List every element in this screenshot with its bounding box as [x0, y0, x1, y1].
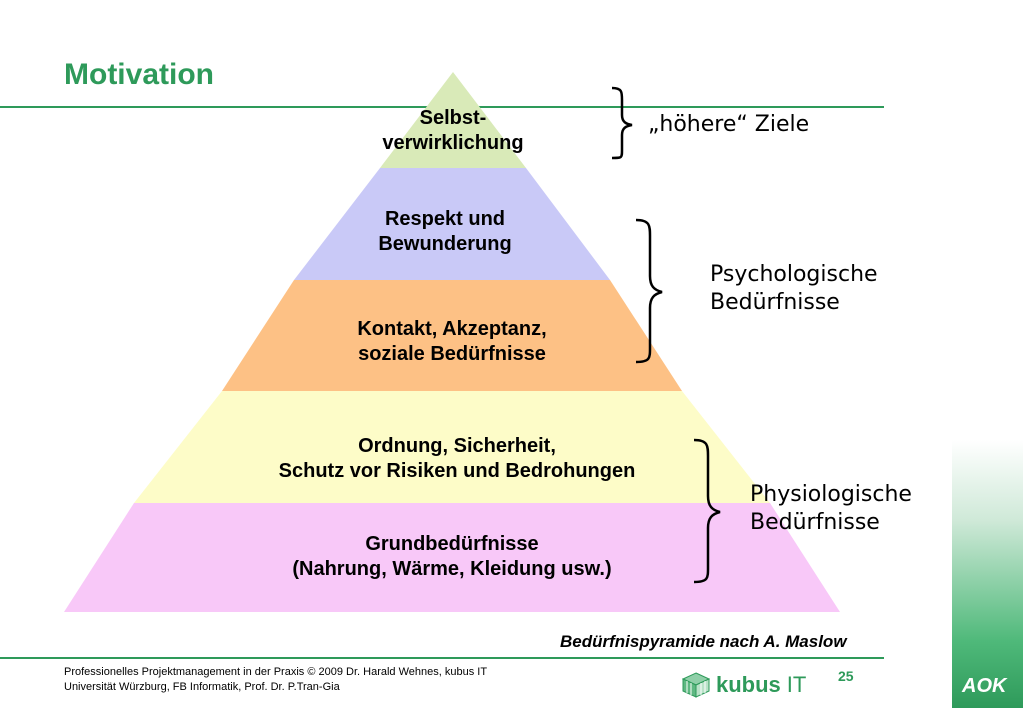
pyramid-level-4 — [134, 391, 770, 503]
pyramid-caption: Bedürfnispyramide nach A. Maslow — [560, 632, 847, 651]
page-number: 25 — [838, 668, 854, 684]
aok-logo: AOK — [962, 675, 1007, 697]
footer-line-2: Universität Würzburg, FB Informatik, Pro… — [64, 681, 340, 693]
brace-physiologische — [693, 438, 721, 584]
brace-hoehere-ziele — [611, 86, 633, 160]
kubus-cube-icon — [682, 672, 710, 698]
level-label-selbstverwirklichung: Selbst- verwirklichung — [382, 107, 524, 154]
side-gradient-decoration — [952, 440, 1023, 708]
footer-line-1: Professionelles Projektmanagement in der… — [64, 666, 488, 678]
kubus-logo: kubus IT — [682, 672, 806, 698]
group-label-physiologische: Physiologische Bedürfnisse — [750, 482, 912, 535]
brace-psychologische — [635, 218, 663, 364]
group-label-hoehere-ziele: „höhere“ Ziele — [648, 112, 810, 137]
footer-credits: Professionelles Projektmanagement in der… — [64, 665, 487, 695]
level-label-ordnung: Ordnung, Sicherheit, Schutz vor Risiken … — [278, 435, 636, 482]
kubus-logo-text: kubus — [716, 672, 781, 697]
level-label-respekt: Respekt und Bewunderung — [378, 208, 512, 255]
kubus-logo-suffix: IT — [786, 672, 807, 697]
group-label-psychologische: Psychologische Bedürfnisse — [710, 262, 878, 315]
pyramid-level-5 — [64, 503, 840, 612]
pyramid-level-3 — [222, 280, 682, 391]
bottom-divider — [0, 657, 884, 659]
level-label-kontakt: Kontakt, Akzeptanz, soziale Bedürfnisse — [357, 318, 547, 365]
pyramid-level-2 — [294, 168, 610, 280]
level-label-grundbeduerfnisse: Grundbedürfnisse (Nahrung, Wärme, Kleidu… — [292, 533, 612, 580]
slide-title: Motivation — [64, 58, 214, 91]
pyramid-level-1 — [380, 72, 526, 168]
